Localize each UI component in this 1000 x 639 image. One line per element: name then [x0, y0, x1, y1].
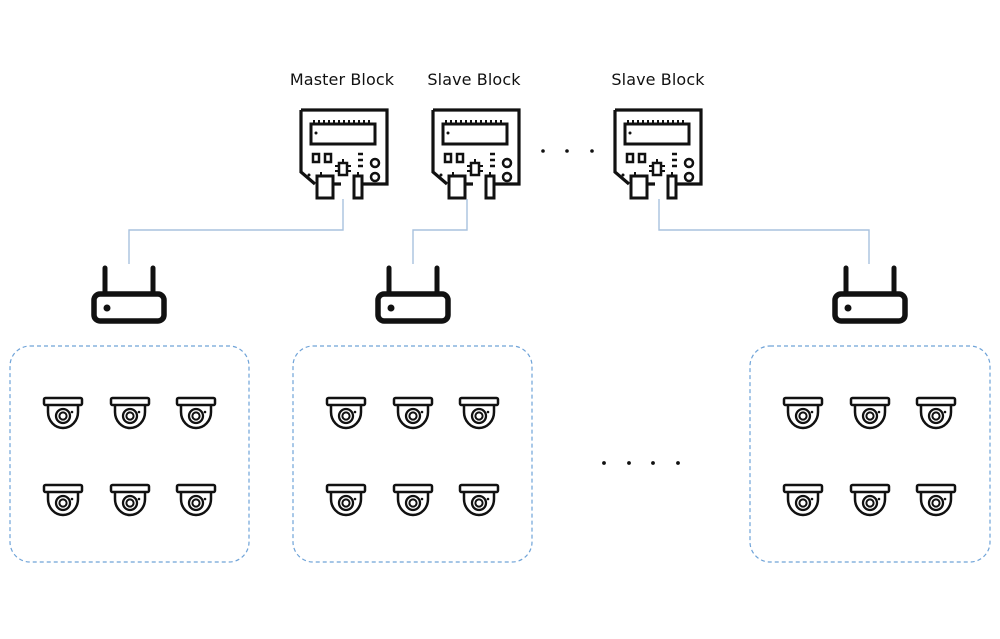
camera-group-box — [749, 345, 991, 563]
connector-slave1-router — [412, 199, 468, 264]
dome-camera-icon — [782, 483, 824, 517]
master-block-label: Master Block — [289, 70, 395, 89]
dome-camera-icon — [392, 396, 434, 430]
slave-block-label: Slave Block — [427, 70, 521, 89]
dome-camera-icon — [915, 483, 957, 517]
dome-camera-icon — [458, 483, 500, 517]
wifi-router-icon — [94, 268, 164, 321]
wifi-router-icon — [378, 268, 448, 321]
dome-camera-icon — [175, 483, 217, 517]
dome-camera-icon — [915, 396, 957, 430]
connector-slave2-router — [658, 199, 870, 264]
dome-camera-icon — [109, 396, 151, 430]
dome-camera-icon — [849, 483, 891, 517]
camera-group-box — [9, 345, 250, 563]
master-block-board-icon — [299, 108, 389, 200]
dome-camera-icon — [175, 396, 217, 430]
dome-camera-icon — [849, 396, 891, 430]
dome-camera-icon — [392, 483, 434, 517]
dome-camera-icon — [325, 396, 367, 430]
slave-block-board-icon — [431, 108, 521, 200]
dome-camera-icon — [782, 396, 824, 430]
group-ellipsis — [602, 461, 680, 465]
wifi-router-icon — [835, 268, 905, 321]
connector-master-router — [128, 199, 344, 264]
connector-lines — [128, 199, 870, 264]
block-ellipsis — [541, 149, 594, 153]
slave-block-label: Slave Block — [611, 70, 705, 89]
camera-group-box — [292, 345, 533, 563]
dome-camera-icon — [42, 396, 84, 430]
dome-camera-icon — [109, 483, 151, 517]
dome-camera-icon — [325, 483, 367, 517]
dome-camera-icon — [42, 483, 84, 517]
dome-camera-icon — [458, 396, 500, 430]
slave-block-board-icon — [613, 108, 703, 200]
